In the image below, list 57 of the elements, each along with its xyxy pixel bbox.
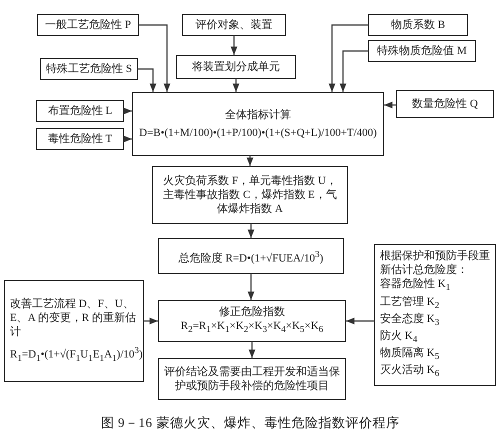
box-text: 布置危险性 L	[48, 104, 112, 118]
arrow	[246, 156, 254, 166]
box-text: 物质隔离 K$_{5}$	[380, 346, 440, 364]
process-box	[374, 244, 496, 386]
arrow	[144, 318, 158, 324]
box-text: 改善工艺流程 D、F、U、E、A 的变更，R 的重新估计	[10, 297, 137, 340]
process-box	[158, 238, 344, 274]
box-text: 物质系数 B	[390, 18, 446, 32]
box-text: 评价结论及需要由工程开发和适当保护或预防手段补偿的危险性项目	[164, 365, 340, 393]
process-box	[368, 40, 476, 62]
process-box	[132, 92, 384, 156]
formula: R$_{2}$=R$_{1}$×K$_{1}$×K$_{2}$×K$_{3}$×K$_{4}$×K$_{5}$×K$_{6}$	[180, 319, 324, 337]
box-text: 毒性危险性 T	[48, 132, 112, 146]
arrow	[248, 224, 254, 238]
box-text: 评价对象、装置	[196, 18, 272, 32]
process-box	[396, 90, 494, 118]
arrow	[124, 108, 132, 114]
formula: R$_{1}$=D$_{1}$•(1+√(F$_{1}$U$_{1}$E$_{1}$A$_{1}$)/10$^{3}$)	[10, 344, 143, 365]
box-text: 修正危险指数	[219, 305, 285, 320]
arrow	[248, 342, 256, 358]
process-box	[368, 14, 468, 36]
box-text: 安全态度 K$_{3}$	[380, 312, 440, 329]
formula: D=B•(1+M/100)•(1+P/100)•(1+(S+Q+L)/100+T/400)	[139, 126, 377, 140]
box-text: 全体指标计算	[225, 108, 291, 122]
arrow	[328, 24, 368, 92]
arrow	[346, 318, 374, 324]
box-text: 特殊物质危险值 M	[377, 44, 467, 58]
box-text: 根据保护和预防手段重新估计总危险度：	[380, 249, 490, 278]
box-text: 将装置划分成单元	[192, 60, 280, 74]
arrow	[138, 68, 156, 92]
arrow	[232, 79, 240, 92]
box-text: 工艺管理 K$_{2}$	[380, 294, 440, 312]
process-box	[158, 300, 346, 342]
arrow	[340, 50, 368, 92]
arrow	[124, 136, 132, 142]
process-box	[158, 358, 346, 400]
process-box	[4, 280, 144, 382]
arrow	[230, 36, 238, 55]
box-text: 火灾负荷系数 F，单元毒性指数 U，主毒性事故指数 C，爆炸指数 E，气体爆炸指数 A	[162, 174, 338, 216]
box-text: 一般工艺危险性 P	[45, 18, 131, 32]
box-text: 防火 K$_{4}$	[380, 329, 418, 346]
caption: 图 9－16 蒙德火灾、爆炸、毒性危险指数评价程序	[100, 414, 400, 432]
process-box	[36, 128, 124, 150]
process-box	[40, 58, 138, 80]
process-box	[176, 55, 296, 79]
box-text: 数量危险性 Q	[412, 97, 478, 111]
arrow	[248, 274, 254, 300]
process-box	[152, 166, 348, 224]
arrow	[384, 102, 396, 108]
arrow	[139, 24, 170, 92]
box-text: 总危险度 R=D•(1+√FUEA/10$^{3}$)	[178, 248, 324, 266]
process-box	[36, 100, 124, 122]
process-box	[37, 14, 139, 36]
box-text: 特殊工艺危险性 S	[46, 62, 132, 76]
process-box	[182, 14, 286, 36]
box-text: 容器危险性 K$_{1}$	[380, 277, 450, 295]
box-text: 灭火活动 K$_{6}$	[380, 363, 440, 381]
